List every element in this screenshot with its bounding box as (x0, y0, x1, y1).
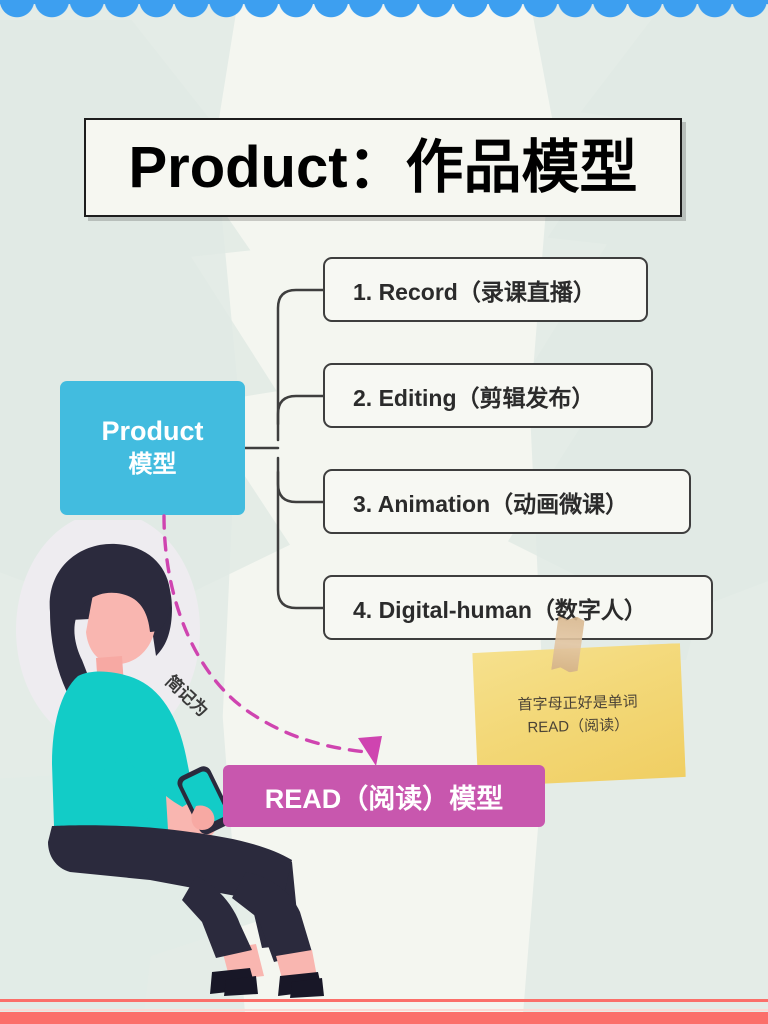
sticky-note-text: 首字母正好是单词 READ（阅读） (517, 690, 638, 740)
sticky-note-line-2: READ（阅读） (527, 716, 630, 737)
root-node-en-label: Product (101, 415, 204, 446)
branch-item-2[interactable]: 2. Editing（剪辑发布） (323, 363, 653, 428)
sticky-note-line-1: 首字母正好是单词 (517, 693, 638, 714)
bottom-divider-light (0, 1009, 768, 1011)
page-title-box: Product：作品模型 (84, 118, 682, 217)
result-node-read[interactable]: READ（阅读）模型 (223, 765, 545, 827)
bottom-divider-coral (0, 999, 768, 1002)
root-node-product[interactable]: Product 模型 (60, 381, 245, 515)
scalloped-top-border (0, 0, 768, 30)
branch-item-1[interactable]: 1. Record（录课直播） (323, 257, 648, 322)
page-title: Product：作品模型 (128, 134, 638, 200)
illustration-woman-reading-phone (16, 520, 324, 998)
branch-item-3[interactable]: 3. Animation（动画微课） (323, 469, 691, 534)
branch-item-4[interactable]: 4. Digital-human（数字人） (323, 575, 713, 640)
root-node-cn-label: 模型 (128, 450, 177, 478)
bottom-bar (0, 1012, 768, 1024)
